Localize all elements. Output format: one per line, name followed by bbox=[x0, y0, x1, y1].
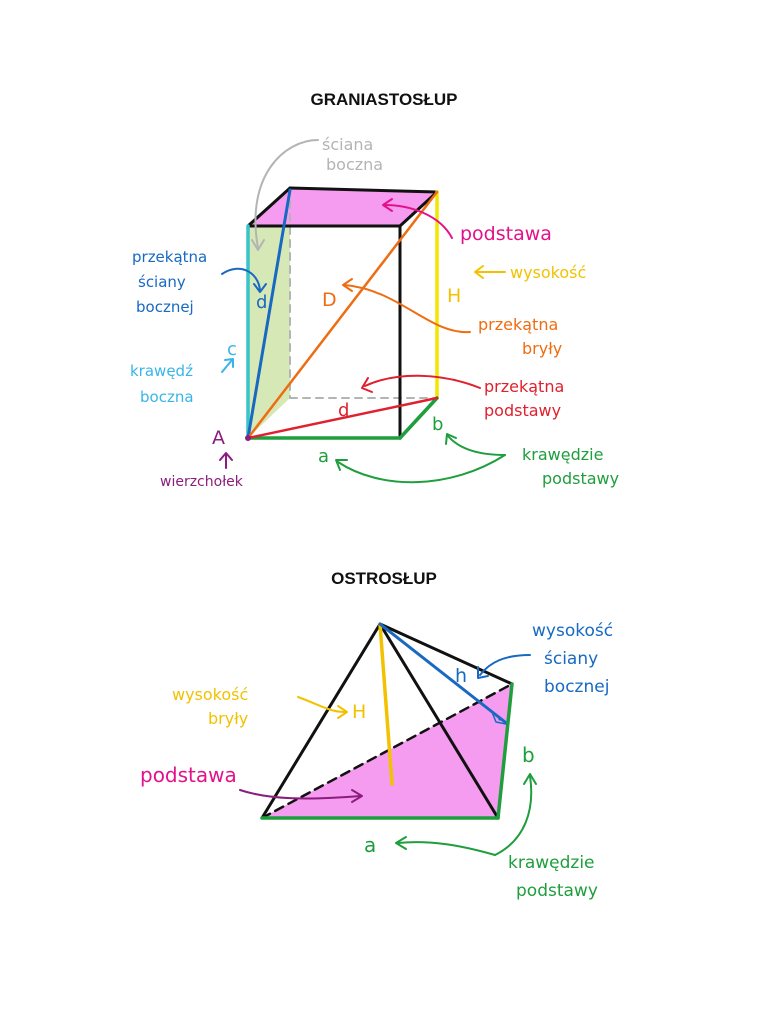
right-angle-dot bbox=[498, 717, 502, 721]
pyramid-title: OSTROSŁUP bbox=[331, 569, 437, 588]
base-arrowhead bbox=[382, 198, 393, 212]
lateral-edge-arrow bbox=[221, 359, 233, 373]
solid-diagonal-arrowhead bbox=[342, 278, 353, 292]
label-edge-a: a bbox=[364, 833, 376, 857]
label-base-edges-2: podstawy bbox=[516, 881, 598, 901]
label-solid-diag-letter: D bbox=[322, 289, 337, 311]
label-face-height-3: bocznej bbox=[544, 677, 609, 697]
label-edge-b: b bbox=[432, 414, 443, 435]
label-base-diag-1: przekątna bbox=[484, 377, 564, 396]
height-arrowhead bbox=[474, 265, 484, 279]
solid-diagonal bbox=[246, 190, 439, 440]
height-arrowhead bbox=[337, 705, 348, 719]
pyramid-hidden-edge bbox=[260, 682, 514, 820]
face-height-arrowhead bbox=[477, 666, 489, 679]
pyramid-height bbox=[378, 622, 394, 786]
right-angle-mark bbox=[491, 711, 507, 725]
face-diagonal bbox=[246, 188, 292, 440]
label-face-diag-3: bocznej bbox=[136, 298, 194, 316]
pyramid-face-height bbox=[378, 622, 507, 724]
label-base-diag-letter: d bbox=[338, 400, 349, 421]
label-base-edges-2: podstawy bbox=[542, 469, 619, 488]
label-base: podstawa bbox=[140, 763, 237, 787]
base-edges-arrow-b bbox=[494, 775, 533, 856]
label-lateral-edge-letter: c bbox=[227, 339, 237, 360]
label-lateral-face-1: ściana bbox=[322, 135, 373, 154]
lateral-face-arrowhead bbox=[251, 239, 265, 251]
label-base-edges-1: krawędzie bbox=[522, 445, 603, 464]
prism-title: GRANIASTOSŁUP bbox=[310, 90, 458, 109]
base-edges-arrow-a bbox=[397, 841, 496, 856]
face-diagonal-arrow bbox=[221, 267, 261, 291]
top-base-fill bbox=[248, 188, 437, 226]
label-height-1: wysokość bbox=[172, 685, 248, 704]
face-height-arrow bbox=[479, 654, 531, 676]
label-face-height-2: ściany bbox=[544, 649, 598, 669]
base-edges-arrowhead-b bbox=[445, 433, 457, 445]
pyramid-edge-right bbox=[378, 622, 514, 686]
label-height-letter: H bbox=[352, 701, 366, 723]
label-solid-diag-1: przekątna bbox=[478, 315, 558, 334]
lateral-edge-arrowhead bbox=[224, 358, 234, 368]
pyramid-base-edge-b bbox=[496, 682, 514, 820]
base-edge-b bbox=[398, 396, 439, 440]
label-face-diag-1: przekątna bbox=[132, 248, 207, 266]
label-base-edges-1: krawędzie bbox=[508, 853, 595, 873]
base-arrowhead bbox=[351, 789, 363, 803]
label-height-letter: H bbox=[447, 285, 461, 307]
label-face-height-letter: h bbox=[455, 665, 467, 687]
height-arrow bbox=[297, 696, 346, 713]
base-edges-arrowhead-a bbox=[335, 459, 348, 471]
base-edges-arrowhead-a bbox=[395, 836, 407, 850]
pyramid-edge-front bbox=[378, 622, 500, 820]
label-base: podstawa bbox=[460, 223, 552, 245]
label-face-height-1: wysokość bbox=[532, 621, 613, 641]
vertex-arrowhead bbox=[219, 452, 233, 461]
label-base-diag-2: podstawy bbox=[484, 401, 561, 420]
base-arrow bbox=[384, 204, 453, 239]
face-diagonal-arrowhead bbox=[253, 283, 267, 293]
label-solid-diag-2: bryły bbox=[522, 339, 562, 358]
label-vertex-word: wierzchołek bbox=[160, 474, 244, 490]
label-lateral-face-2: boczna bbox=[326, 155, 383, 174]
top-edge-back bbox=[288, 186, 439, 194]
base-edges-arrowhead-b bbox=[523, 773, 537, 785]
pyramid-edge-left bbox=[260, 622, 382, 820]
label-face-diag-letter: d bbox=[256, 292, 267, 313]
label-lateral-edge-1: krawędź bbox=[130, 362, 193, 380]
base-diagonal-arrowhead bbox=[361, 377, 373, 393]
label-height-word: wysokość bbox=[510, 263, 586, 282]
base-edges-arrow-b bbox=[447, 435, 506, 456]
label-lateral-edge-2: boczna bbox=[140, 388, 194, 406]
label-face-diag-2: ściany bbox=[138, 273, 186, 291]
solid-diagonal-arrow bbox=[344, 284, 471, 334]
base-diagonal bbox=[246, 396, 439, 440]
base-arrow bbox=[239, 789, 361, 800]
label-edge-a: a bbox=[318, 446, 329, 467]
base-edges-arrow-a bbox=[337, 454, 506, 484]
label-edge-b: b bbox=[522, 743, 535, 767]
top-edge-right bbox=[398, 190, 439, 228]
lateral-face-arrow bbox=[254, 139, 319, 249]
base-diagonal-arrow bbox=[364, 374, 481, 389]
label-height-2: bryły bbox=[208, 709, 248, 728]
vertex-dot bbox=[245, 435, 251, 441]
label-vertex-letter: A bbox=[212, 427, 225, 449]
